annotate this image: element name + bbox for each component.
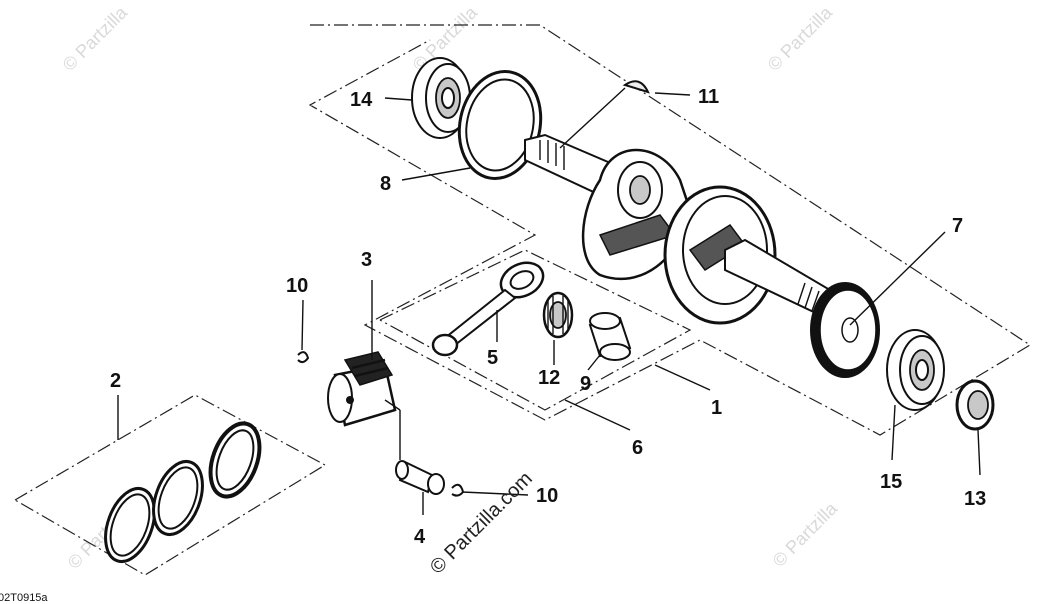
callout-2: 2: [110, 370, 121, 392]
callout-11: 11: [698, 86, 719, 108]
callout-10-upper: 10: [286, 275, 308, 297]
piston-part-3: [327, 351, 397, 427]
callout-10-lower: 10: [536, 485, 558, 507]
callout-7: 7: [952, 215, 963, 237]
callout-14: 14: [350, 89, 373, 111]
callout-12: 12: [538, 367, 560, 389]
callout-3: 3: [361, 249, 372, 271]
callouts: 14 8 11 7 3 10 5 12 9 1 6 2 15 13 10 4: [110, 86, 986, 548]
gear-part-7: [810, 282, 880, 378]
callout-6: 6: [632, 437, 643, 459]
callout-5: 5: [487, 347, 498, 369]
clip-part-10-upper: [297, 351, 310, 364]
callout-15: 15: [880, 471, 902, 493]
watermark-faint: © Partzilla: [59, 2, 132, 75]
callout-9: 9: [580, 373, 591, 395]
callout-4: 4: [414, 526, 426, 548]
callout-1: 1: [711, 397, 722, 419]
assembly-boundaries: [13, 24, 1032, 576]
seal-part-8: [457, 70, 543, 180]
diagram-code: 02T0915a: [0, 592, 48, 604]
seal-part-13: [955, 379, 995, 431]
crank-web-left: [581, 148, 692, 281]
ring-set-part-2: [104, 421, 262, 563]
leader-lines: [117, 87, 981, 515]
watermark-faint: © Partzilla: [769, 498, 842, 571]
needle-bearing-part-12: [542, 291, 574, 339]
crank-pin-part-9: [588, 312, 632, 361]
bearing-part-15: [886, 329, 945, 411]
watermark-faint: © Partzilla: [764, 2, 837, 75]
piston-pin-part-4: [395, 460, 445, 495]
key-part-11: [622, 80, 650, 94]
conrod-part-5: [431, 261, 545, 357]
callout-8: 8: [380, 173, 391, 195]
callout-13: 13: [964, 488, 986, 510]
clip-part-10-lower: [451, 483, 465, 497]
